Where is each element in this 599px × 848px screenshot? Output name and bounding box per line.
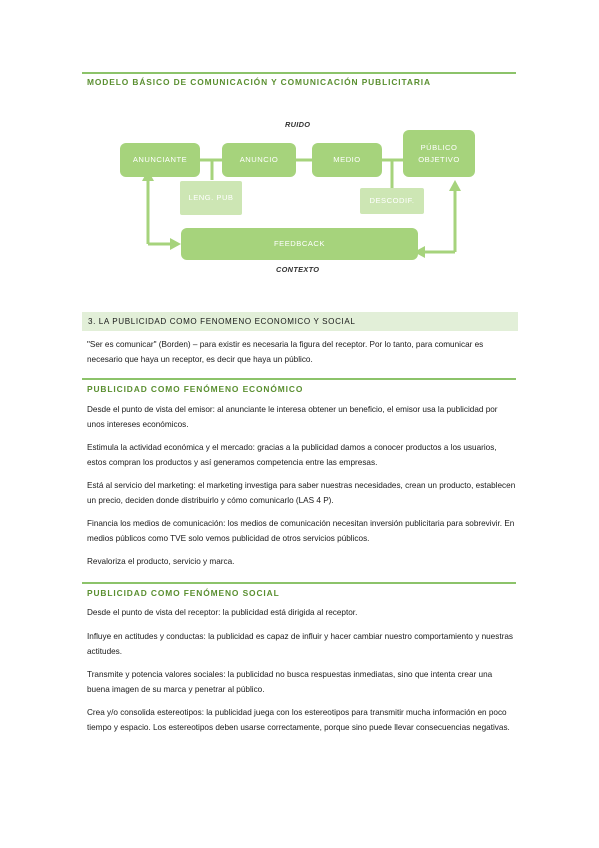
contexto-label: CONTEXTO xyxy=(276,265,320,274)
section-band-title: 3. LA PUBLICIDAD COMO FENOMENO ECONOMICO… xyxy=(88,317,356,326)
economic-paragraph-3: Está al servicio del marketing: el marke… xyxy=(87,481,516,505)
anunciante-box: ANUNCIANTE xyxy=(120,143,200,177)
section-heading-model: MODELO BÁSICO DE COMUNICACIÓN Y COMUNICA… xyxy=(87,77,431,87)
section-rule xyxy=(82,72,516,74)
economic-paragraph-4: Financia los medios de comunicación: los… xyxy=(87,519,515,543)
intro-paragraph: "Ser es comunicar" (Borden) – para exist… xyxy=(87,340,484,364)
economic-paragraph-1: Desde el punto de vista del emisor: al a… xyxy=(87,405,498,429)
social-heading: PUBLICIDAD COMO FENÓMENO SOCIAL xyxy=(87,588,280,598)
arrowhead-left-right xyxy=(414,246,425,258)
communication-diagram: RUIDO ANUNCIANTE ANUNCIO MEDIO PÚBLICO O… xyxy=(0,0,599,290)
section-rule xyxy=(82,378,516,380)
medio-box: MEDIO xyxy=(312,143,382,177)
feedback-box: FEEDBCACK xyxy=(181,228,418,260)
diagram-connectors xyxy=(142,158,461,258)
economic-heading: PUBLICIDAD COMO FENÓMENO ECONÓMICO xyxy=(87,384,304,394)
descodif-box: DESCODIF. xyxy=(360,188,424,214)
leng-pub-box: LENG. PUB xyxy=(180,181,242,215)
anuncio-box: ANUNCIO xyxy=(222,143,296,177)
social-paragraph-1: Desde el punto de vista del receptor: la… xyxy=(87,608,358,617)
publico-objetivo-box: PÚBLICO OBJETIVO xyxy=(403,130,475,177)
section-band: 3. LA PUBLICIDAD COMO FENOMENO ECONOMICO… xyxy=(82,312,518,331)
social-paragraph-4: Crea y/o consolida estereotipos: la publ… xyxy=(87,708,510,732)
arrowhead-up-right xyxy=(449,180,461,191)
arrowhead-right-left xyxy=(170,238,181,250)
section-rule xyxy=(82,582,516,584)
ruido-label: RUIDO xyxy=(285,120,311,129)
economic-paragraph-5: Revaloriza el producto, servicio y marca… xyxy=(87,557,235,566)
social-paragraph-2: Influye en actitudes y conductas: la pub… xyxy=(87,632,513,656)
social-paragraph-3: Transmite y potencia valores sociales: l… xyxy=(87,670,493,694)
economic-paragraph-2: Estimula la actividad económica y el mer… xyxy=(87,443,497,467)
